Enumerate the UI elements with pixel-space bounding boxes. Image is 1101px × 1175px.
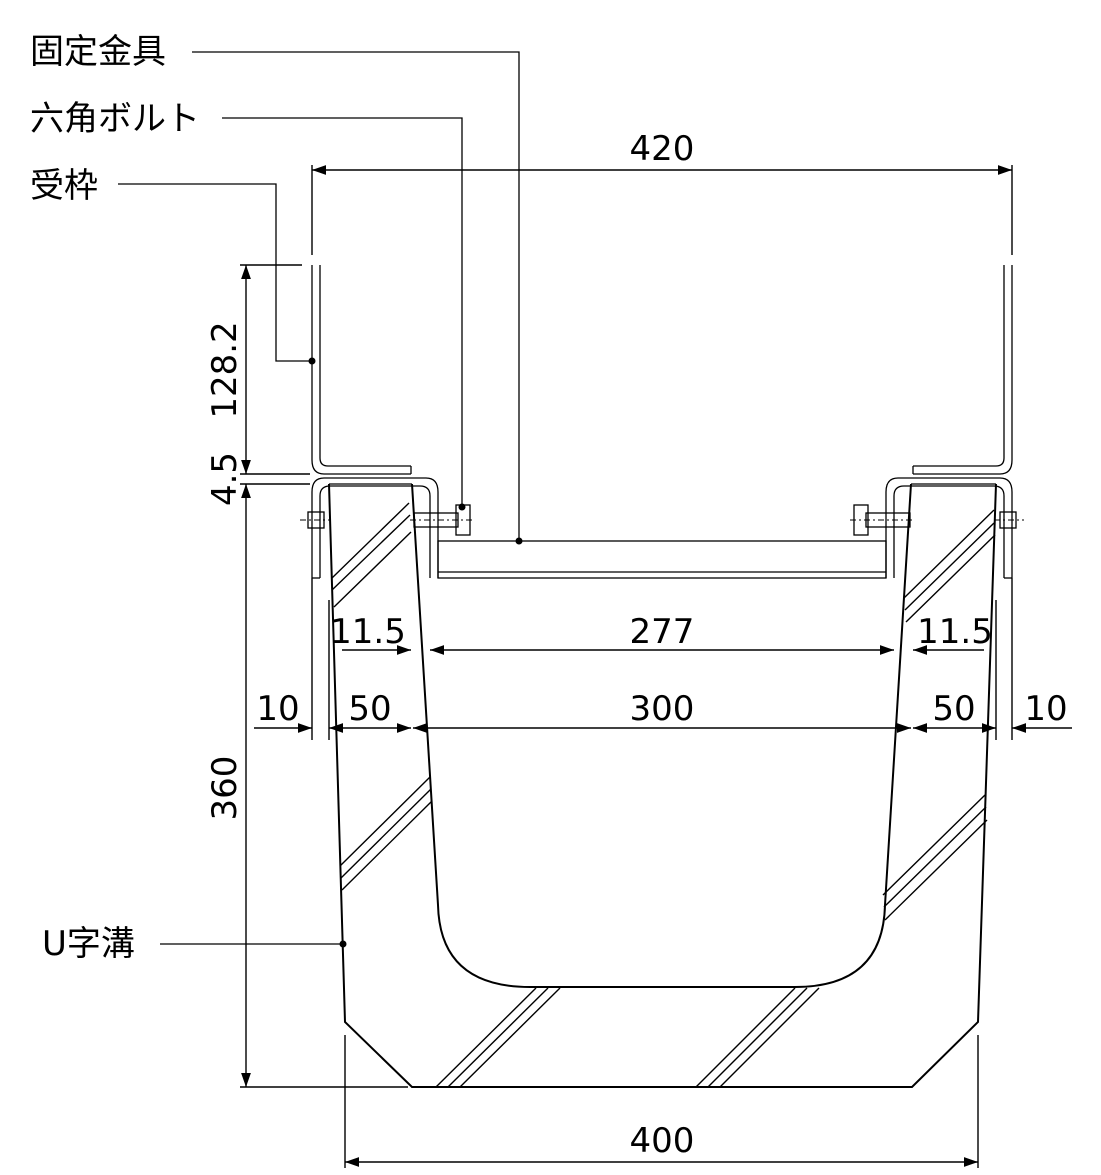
dim-128-2: 128.2 <box>205 321 245 418</box>
dim-50-right: 50 <box>932 689 975 729</box>
label-hex-bolt: 六角ボルト <box>30 99 200 139</box>
hex-bolt-left <box>410 504 474 536</box>
dim-400: 400 <box>630 1121 695 1161</box>
leader-lines <box>118 51 523 948</box>
u-channel-body <box>328 483 997 1088</box>
dim-11-5-right: 11.5 <box>917 612 993 652</box>
section-hatching <box>331 502 996 1088</box>
leader-hex-bolt <box>222 117 463 507</box>
dimension-lines <box>240 165 1072 1168</box>
receiving-frame-left <box>311 265 439 579</box>
label-receiving-frame: 受枠 <box>30 166 98 206</box>
leader-fixing-bracket <box>192 51 520 541</box>
frame-center-marks <box>300 511 1024 529</box>
hex-bolt-right <box>850 504 914 536</box>
dim-11-5-left: 11.5 <box>330 612 406 652</box>
dim-10-right: 10 <box>1024 689 1067 729</box>
dim-300: 300 <box>630 689 695 729</box>
dim-420: 420 <box>630 129 695 169</box>
dim-50-left: 50 <box>348 689 391 729</box>
dim-10-left: 10 <box>256 689 299 729</box>
dim-360: 360 <box>205 756 245 821</box>
dim-277: 277 <box>630 612 695 652</box>
label-fixing-bracket: 固定金具 <box>30 32 166 72</box>
dim-4-5: 4.5 <box>205 452 245 506</box>
receiving-frame-right <box>885 265 1013 579</box>
leader-receiving-frame <box>118 183 312 362</box>
label-u-channel: U字溝 <box>42 924 135 964</box>
fixing-bracket <box>437 540 887 579</box>
